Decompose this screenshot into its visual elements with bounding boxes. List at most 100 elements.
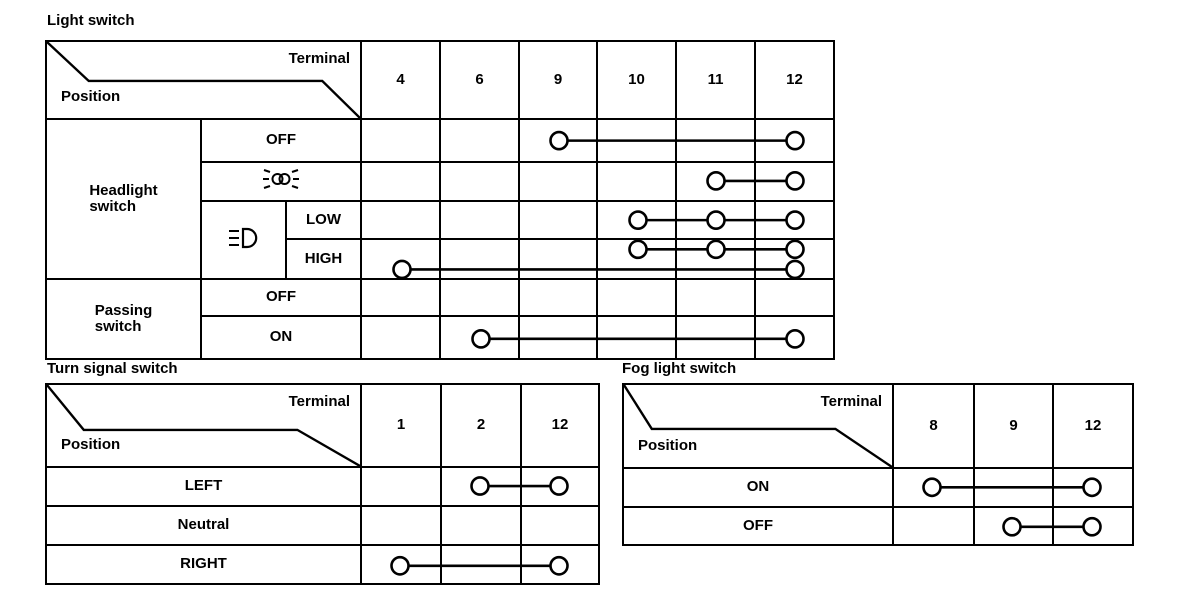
continuity-cell — [675, 238, 756, 280]
continuity-cell — [518, 315, 598, 360]
continuity-cell — [675, 161, 756, 202]
continuity-cell — [360, 466, 442, 507]
passing-switch-group-label: Passing switch — [45, 278, 202, 360]
continuity-cell — [360, 505, 442, 546]
continuity-cell — [360, 161, 441, 202]
continuity-cell — [520, 505, 600, 546]
continuity-cell — [892, 467, 975, 508]
continuity-cell — [360, 238, 441, 280]
continuity-cell — [892, 506, 975, 546]
continuity-cell — [440, 466, 522, 507]
continuity-cell — [675, 200, 756, 240]
continuity-cell — [360, 278, 441, 317]
continuity-cell — [754, 238, 835, 280]
position-low: LOW — [285, 200, 362, 240]
turn-signal-grid: Terminal Position 1 2 12 LEFT Neutral RI… — [45, 383, 600, 585]
terminal-position-corner-cell: Terminal Position — [622, 383, 894, 469]
continuity-cell — [675, 278, 756, 317]
light-switch-title: Light switch — [47, 12, 135, 29]
terminal-position-corner-cell: Terminal Position — [45, 383, 362, 468]
continuity-cell — [440, 505, 522, 546]
continuity-cell — [754, 315, 835, 360]
position-headlight-off: OFF — [200, 118, 362, 163]
position-on: ON — [622, 467, 894, 508]
terminal-header: 6 — [439, 40, 520, 120]
continuity-cell — [360, 200, 441, 240]
continuity-cell — [754, 200, 835, 240]
diagonal-divider — [625, 386, 891, 466]
continuity-cell — [518, 278, 598, 317]
continuity-cell — [754, 118, 835, 163]
continuity-cell — [596, 200, 677, 240]
position-label: Position — [638, 436, 698, 454]
position-parking-lights — [200, 161, 362, 202]
position-passing-off: OFF — [200, 278, 362, 317]
position-high: HIGH — [285, 238, 362, 280]
terminal-label: Terminal — [288, 50, 350, 67]
fog-light-grid: Terminal Position 8 9 12 ON OFF — [622, 383, 1134, 546]
continuity-cell — [520, 544, 600, 585]
continuity-cell — [596, 238, 677, 280]
terminal-label: Terminal — [820, 393, 882, 410]
continuity-cell — [520, 466, 600, 507]
continuity-cell — [596, 315, 677, 360]
terminal-header: 4 — [360, 40, 441, 120]
continuity-cell — [439, 238, 520, 280]
continuity-cell — [973, 506, 1054, 546]
position-passing-on: ON — [200, 315, 362, 360]
headlight-beam-position — [200, 200, 287, 280]
continuity-cell — [360, 118, 441, 163]
continuity-cell — [754, 161, 835, 202]
position-neutral: Neutral — [45, 505, 362, 546]
continuity-cell — [518, 238, 598, 280]
position-right: RIGHT — [45, 544, 362, 585]
fog-light-switch-title: Fog light switch — [622, 360, 737, 377]
light-switch-table: Terminal Position 4 6 9 10 11 12 Headlig… — [45, 40, 835, 360]
continuity-cell — [518, 118, 598, 163]
continuity-cell — [973, 467, 1054, 508]
fog-light-switch-table: Terminal Position 8 9 12 ON OFF — [622, 383, 1134, 546]
continuity-cell — [360, 315, 441, 360]
turn-signal-switch-table: Terminal Position 1 2 12 LEFT Neutral RI… — [45, 383, 600, 585]
diagonal-divider — [48, 386, 359, 465]
terminal-header: 8 — [892, 383, 975, 469]
continuity-cell — [518, 161, 598, 202]
terminal-header: 9 — [518, 40, 598, 120]
low-beam-headlight-icon — [228, 227, 257, 248]
continuity-cell — [596, 278, 677, 317]
terminal-header: 10 — [596, 40, 677, 120]
terminal-position-corner-cell: Terminal Position — [45, 40, 362, 120]
terminal-header: 2 — [440, 383, 522, 468]
continuity-cell — [518, 200, 598, 240]
position-label: Position — [61, 87, 121, 105]
terminal-header: 9 — [973, 383, 1054, 469]
continuity-cell — [596, 161, 677, 202]
continuity-cell — [440, 544, 522, 585]
terminal-header: 12 — [1052, 383, 1134, 469]
light-switch-grid: Terminal Position 4 6 9 10 11 12 Headlig… — [45, 40, 835, 360]
continuity-cell — [439, 278, 520, 317]
continuity-cell — [754, 278, 835, 317]
continuity-cell — [439, 315, 520, 360]
continuity-cell — [675, 315, 756, 360]
terminal-label: Terminal — [288, 393, 350, 410]
continuity-cell — [675, 118, 756, 163]
continuity-cell — [1052, 506, 1134, 546]
terminal-header: 12 — [754, 40, 835, 120]
position-left: LEFT — [45, 466, 362, 507]
position-off: OFF — [622, 506, 894, 546]
continuity-cell — [1052, 467, 1134, 508]
turn-signal-switch-title: Turn signal switch — [47, 360, 178, 377]
continuity-cell — [439, 118, 520, 163]
continuity-cell — [596, 118, 677, 163]
terminal-header: 11 — [675, 40, 756, 120]
diagonal-divider — [48, 43, 359, 117]
terminal-header: 12 — [520, 383, 600, 468]
continuity-cell — [360, 544, 442, 585]
parking-lights-icon — [263, 169, 299, 190]
continuity-cell — [439, 161, 520, 202]
position-label: Position — [61, 435, 121, 453]
continuity-cell — [439, 200, 520, 240]
terminal-header: 1 — [360, 383, 442, 468]
